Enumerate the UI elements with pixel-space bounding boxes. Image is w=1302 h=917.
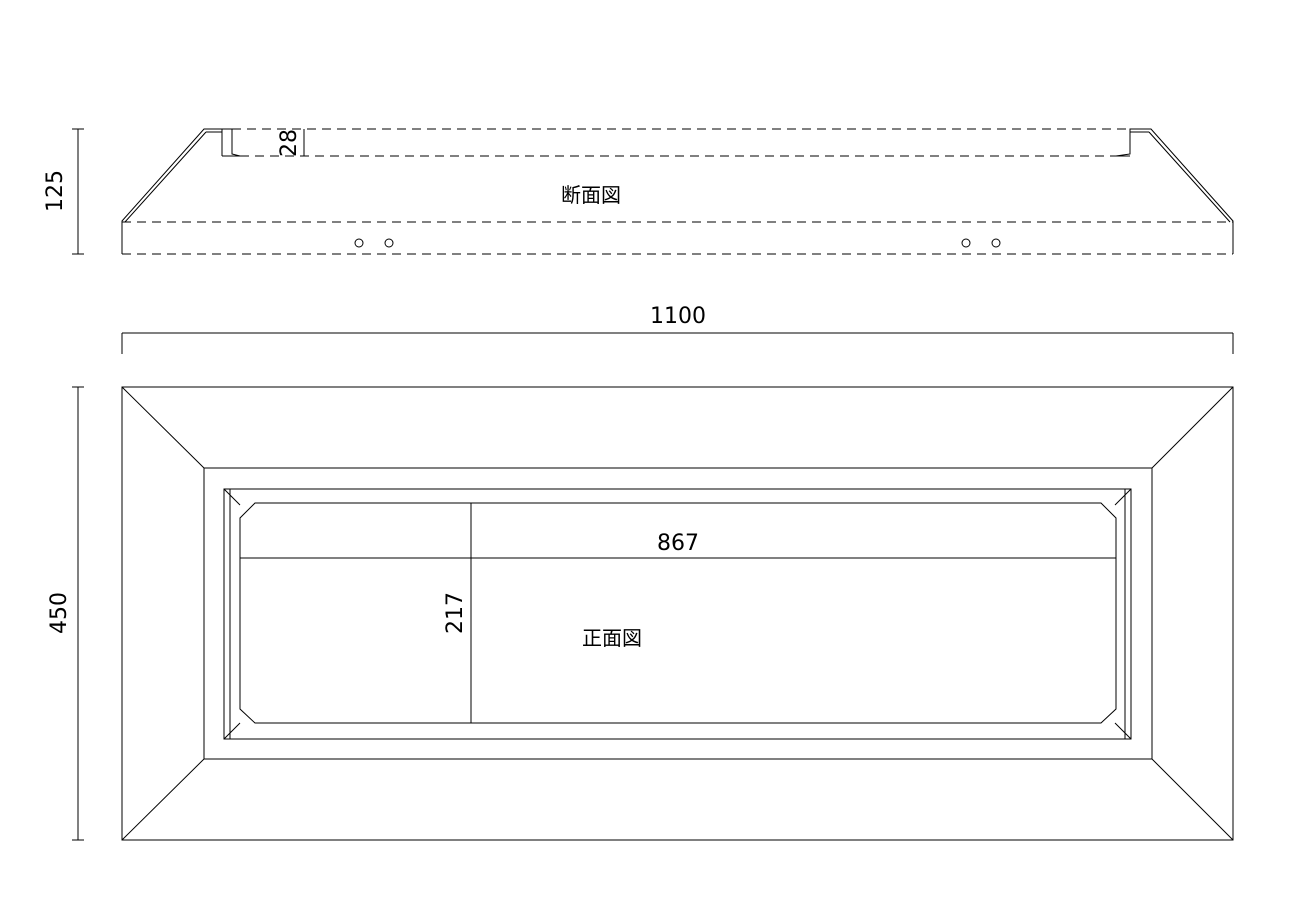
section-holes xyxy=(354,238,1001,248)
front-height-value: 450 xyxy=(47,592,72,634)
section-view-label: 断面図 xyxy=(561,183,621,207)
opening-height-value: 217 xyxy=(443,592,468,634)
section-left-profile xyxy=(121,128,241,254)
front-view-label: 正面図 xyxy=(582,626,642,650)
overall-width-dimension: 1100 xyxy=(121,304,1234,354)
hole xyxy=(354,238,364,248)
section-lip-dimension: 28 xyxy=(277,129,305,157)
opening-height-dimension: 217 xyxy=(443,503,472,723)
front-view: 450 867 217 正面図 xyxy=(47,386,1234,841)
overall-width-value: 1100 xyxy=(650,304,706,329)
section-view: 125 28 断面図 xyxy=(43,128,1234,255)
display-opening xyxy=(239,502,1117,724)
hole xyxy=(384,238,394,248)
hole xyxy=(961,238,971,248)
front-height-dimension: 450 xyxy=(47,386,84,841)
bevel-inner-edge xyxy=(203,467,1153,760)
section-height-value: 125 xyxy=(43,170,68,212)
trim-frame xyxy=(223,488,1132,740)
hole xyxy=(991,238,1001,248)
opening-width-value: 867 xyxy=(657,531,699,556)
section-right-profile xyxy=(1115,128,1234,254)
opening-width-dimension: 867 xyxy=(240,531,1116,559)
outer-frame xyxy=(121,386,1234,841)
section-lip-value: 28 xyxy=(277,129,302,157)
section-height-dimension: 125 xyxy=(43,128,84,255)
